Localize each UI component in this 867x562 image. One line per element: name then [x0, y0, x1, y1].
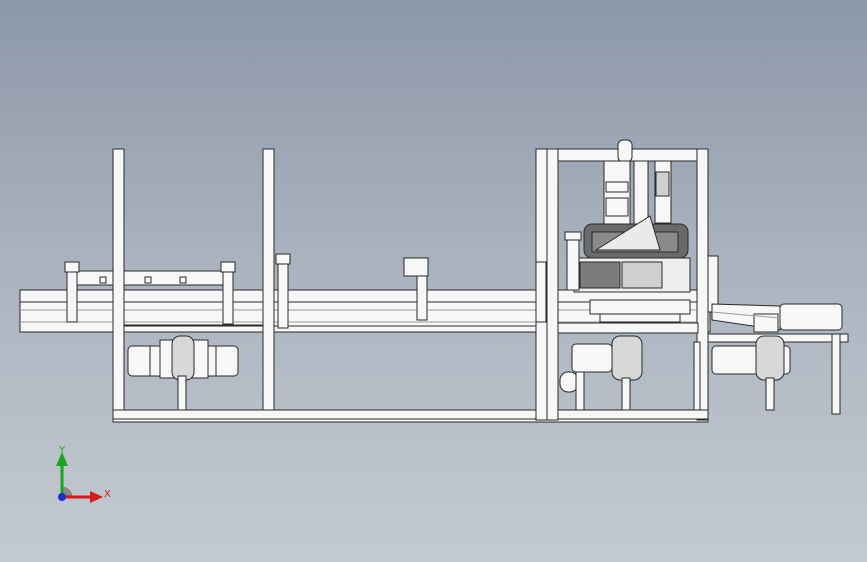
z-axis-dot	[58, 493, 66, 501]
triad-x-label: X	[104, 489, 111, 500]
drive-unit-left[interactable]	[127, 335, 239, 411]
triad-y-label: Y	[58, 445, 66, 456]
guide-brackets[interactable]	[64, 253, 719, 329]
drive-unit-middle[interactable]	[559, 335, 643, 411]
drive-unit-right[interactable]	[711, 335, 791, 411]
capping-head[interactable]	[564, 139, 691, 323]
coordinate-triad[interactable]: Y X	[56, 445, 111, 503]
